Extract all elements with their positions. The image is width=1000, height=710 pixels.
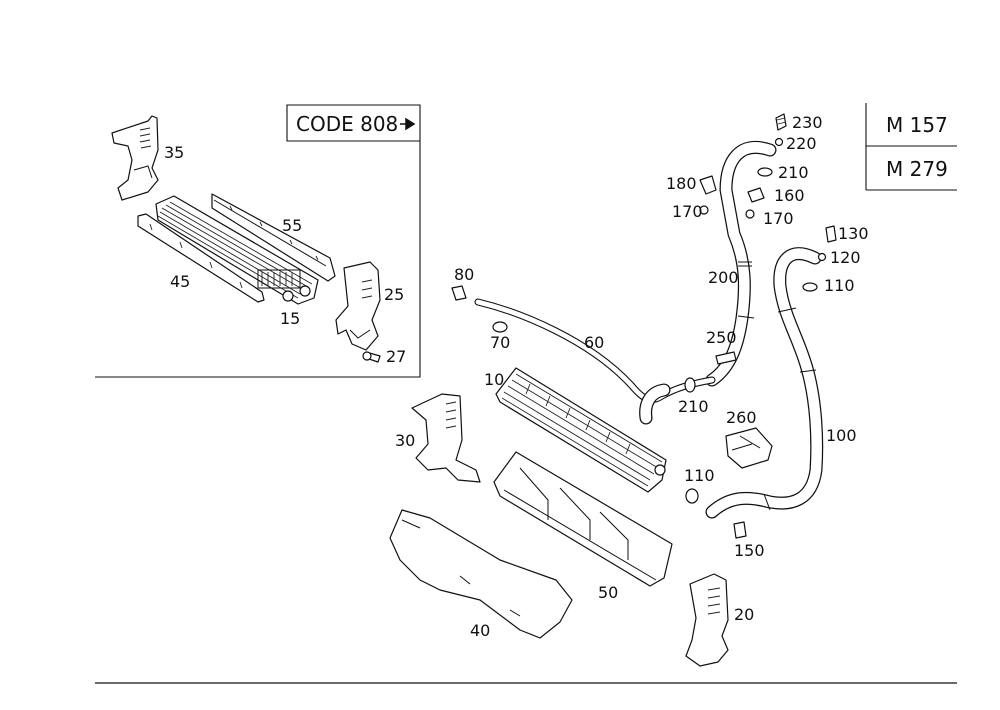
part-200-hose <box>705 140 777 387</box>
part-25-bracket <box>335 261 381 351</box>
callout-150: 150 <box>734 541 765 560</box>
callout-10: 10 <box>484 370 504 389</box>
part-60-pipe <box>474 298 716 425</box>
callout-200: 200 <box>708 268 739 287</box>
callout-27: 27 <box>386 347 406 366</box>
part-10-cooler <box>495 367 667 493</box>
callout-230: 230 <box>792 113 823 132</box>
callout-25: 25 <box>384 285 404 304</box>
part-55-rail <box>211 193 336 282</box>
code-808-box: CODE 808 <box>296 112 416 136</box>
code-808-label: CODE 808 <box>296 112 398 136</box>
callout-260: 260 <box>726 408 757 427</box>
callout-45: 45 <box>170 272 190 291</box>
callout-210: 210 <box>778 163 809 182</box>
callout-15: 15 <box>280 309 300 328</box>
callout-40: 40 <box>470 621 490 640</box>
part-45-rail <box>137 213 265 303</box>
code-808-frame <box>95 104 421 378</box>
callout-220: 220 <box>786 134 817 153</box>
callout-60: 60 <box>584 333 604 352</box>
callout-170: 170 <box>672 202 703 221</box>
arrow-right-icon <box>400 117 416 131</box>
callout-35: 35 <box>164 143 184 162</box>
engine-code-m279: M 279 <box>886 157 948 181</box>
part-30-bracket <box>411 393 481 483</box>
part-110-ring-b <box>685 488 699 504</box>
part-40-panel <box>389 509 573 639</box>
part-80-bolt <box>451 285 467 301</box>
callout-130: 130 <box>838 224 869 243</box>
callout-100: 100 <box>826 426 857 445</box>
part-50-duct <box>493 451 673 587</box>
callout-55: 55 <box>282 216 302 235</box>
part-35-bracket <box>111 115 159 201</box>
part-150-bolt <box>733 521 747 539</box>
callout-110: 110 <box>684 466 715 485</box>
part-15-cooler <box>155 195 319 305</box>
callout-80: 80 <box>454 265 474 284</box>
part-160-clip <box>747 187 765 203</box>
part-110-ring-a <box>802 282 818 292</box>
callout-30: 30 <box>395 431 415 450</box>
part-70-ring <box>492 321 508 333</box>
callout-20: 20 <box>734 605 754 624</box>
engine-code-box: M 157 M 279 <box>865 103 957 191</box>
part-210-ring <box>757 167 773 177</box>
callout-70: 70 <box>490 333 510 352</box>
part-27-bolt <box>362 351 381 363</box>
callout-50: 50 <box>598 583 618 602</box>
callout-180: 180 <box>666 174 697 193</box>
part-170-bolt-b <box>745 209 755 219</box>
callout-210: 210 <box>678 397 709 416</box>
callout-170: 170 <box>763 209 794 228</box>
callout-120: 120 <box>830 248 861 267</box>
part-250-bolt <box>715 351 737 365</box>
part-260-bracket <box>725 427 773 469</box>
part-210-ring-b <box>684 377 696 393</box>
part-100-hose <box>705 247 824 519</box>
part-20-bracket <box>685 573 729 667</box>
part-230-bolt <box>775 113 787 131</box>
engine-code-m157: M 157 <box>886 113 948 137</box>
callout-250: 250 <box>706 328 737 347</box>
part-220-clip <box>774 137 784 147</box>
callout-160: 160 <box>774 186 805 205</box>
part-170-bolt-a <box>699 205 709 215</box>
part-130-bolt <box>825 225 837 243</box>
callout-labels: 35 55 45 15 25 27 230 220 210 180 160 17… <box>164 113 869 640</box>
part-120-clip <box>817 252 827 262</box>
callout-110: 110 <box>824 276 855 295</box>
part-180-clamp <box>699 175 717 195</box>
